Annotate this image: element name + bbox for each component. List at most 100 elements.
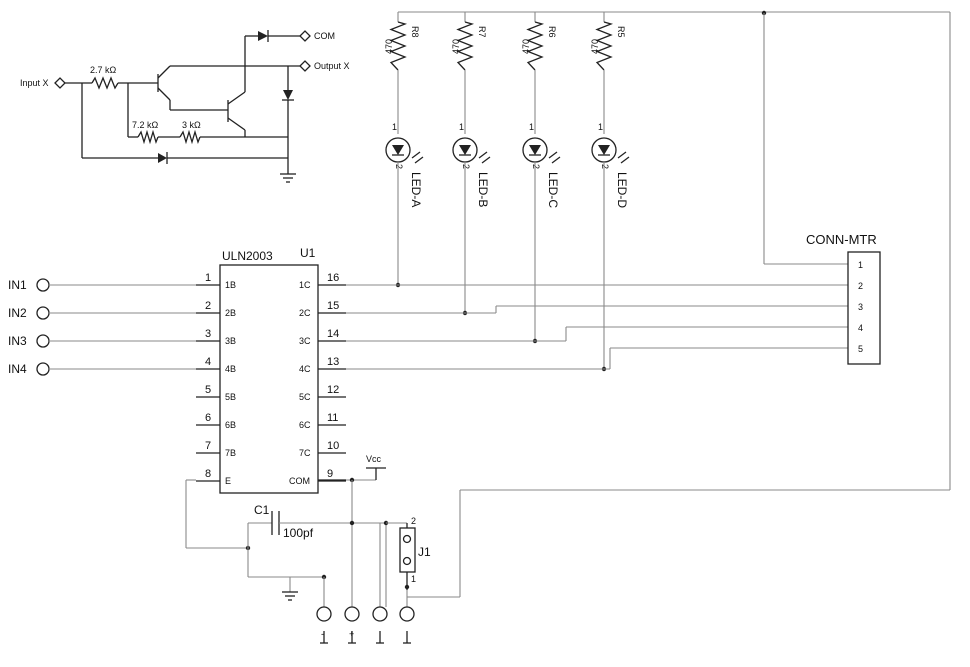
ic-pin-number: 8 [205, 468, 211, 480]
led-light-arrow [478, 151, 488, 159]
input-label: IN3 [8, 334, 27, 348]
uln2003-ic[interactable]: ULN2003 U1 11B22B33B44B55B66B77B8E161C15… [196, 246, 346, 494]
capacitor-ref-label: C1 [254, 503, 270, 517]
ic-pin-name: 6B [225, 420, 236, 430]
top-bus [398, 10, 951, 598]
ic-pin-number: 9 [327, 468, 333, 480]
clamp-diode [283, 90, 293, 100]
resistor-3k-label: 3 kΩ [182, 120, 201, 130]
jumper-pin2-label: 2 [411, 516, 416, 526]
input-label: IN4 [8, 362, 27, 376]
terminal-polarity-label: + [349, 629, 354, 639]
led-ref-label: LED-D [615, 172, 629, 208]
com-diode [258, 31, 268, 41]
bottom-terminal[interactable] [399, 606, 415, 622]
resistor-3k [179, 129, 201, 145]
ic-pin-number: 10 [327, 440, 339, 452]
led-pin2-label: 2 [600, 164, 610, 169]
resistor-7k2-label: 7.2 kΩ [132, 120, 159, 130]
ic-pin-name: E [225, 476, 231, 486]
led-icon [459, 145, 471, 155]
connector-pin-label: 5 [858, 344, 863, 354]
ic-pin-name: 5B [225, 392, 236, 402]
input-terminal[interactable] [36, 278, 50, 292]
resistor [456, 21, 475, 71]
ic-pin-number: 14 [327, 328, 339, 340]
ic-pin-name: 2C [299, 308, 311, 318]
connector-body[interactable] [847, 251, 881, 365]
jumper-ref-label: J1 [418, 545, 431, 559]
led-pin1-label: 1 [392, 122, 397, 132]
input-terminal[interactable] [36, 362, 50, 376]
ic-part-label: ULN2003 [222, 249, 273, 263]
resistor-value: 470 [521, 39, 531, 54]
input-label: IN2 [8, 306, 27, 320]
input-x-label: Input X [20, 78, 49, 88]
ic-pin-number: 11 [327, 412, 338, 424]
capacitor-value-label: 100pf [283, 526, 314, 540]
input-terminal[interactable] [36, 306, 50, 320]
led-pin2-label: 2 [531, 164, 541, 169]
com-terminal[interactable] [299, 30, 311, 42]
jumper-pin1-label: 1 [411, 574, 416, 584]
ic-pin-name: 4C [299, 364, 311, 374]
resistor-value: 470 [384, 39, 394, 54]
jumper-j1[interactable]: 2 1 J1 [399, 516, 431, 590]
resistor-2k7-label: 2.7 kΩ [90, 65, 117, 75]
ic-body[interactable] [219, 264, 319, 494]
ic-pin-name: 1B [225, 280, 236, 290]
input-label: IN1 [8, 278, 27, 292]
led-pin2-label: 2 [394, 164, 404, 169]
bottom-terminals: -+ [316, 523, 415, 644]
led-icon [529, 145, 541, 155]
ic-pin-number: 1 [205, 272, 211, 284]
connector-pin-label: 4 [858, 323, 863, 333]
led-light-arrow [411, 151, 421, 159]
bottom-terminal[interactable] [372, 606, 388, 622]
ic-pin-name: 6C [299, 420, 311, 430]
darlington-detail: Input X 2.7 kΩ 7.2 kΩ 3 kΩ [20, 30, 350, 183]
resistor-ref: R8 [410, 26, 420, 38]
output-x-label: Output X [314, 61, 350, 71]
bottom-terminal[interactable] [316, 606, 332, 622]
led-ref-label: LED-B [476, 172, 490, 207]
led-pin1-label: 1 [598, 122, 603, 132]
connector-ref-label: CONN-MTR [806, 232, 877, 247]
led-ref-label: LED-A [409, 172, 423, 207]
ic-ref-label: U1 [300, 246, 316, 260]
ic-pin-number: 15 [327, 300, 339, 312]
led-light-arrow [617, 151, 627, 159]
ic-pin-number: 3 [205, 328, 211, 340]
led-pin2-label: 2 [461, 164, 471, 169]
resistor [389, 21, 408, 71]
bottom-terminal[interactable] [344, 606, 360, 622]
resistor-7k2 [137, 129, 159, 145]
connector-pin-label: 2 [858, 281, 863, 291]
input-x-terminal[interactable] [54, 77, 66, 89]
ic-pin-number: 4 [205, 356, 211, 368]
resistor-ref: R7 [477, 26, 487, 38]
ic-pin-name: 7B [225, 448, 236, 458]
ic-pins: 11B22B33B44B55B66B77B8E161C152C143C134C1… [196, 272, 346, 486]
output-x-terminal[interactable] [299, 60, 311, 72]
led-pin1-label: 1 [529, 122, 534, 132]
ic-pin-number: 2 [205, 300, 211, 312]
ic-pin-number: 6 [205, 412, 211, 424]
power-section: Vcc C1 100pf [185, 454, 431, 644]
vcc-label: Vcc [366, 454, 382, 464]
ic-pin-number: 12 [327, 384, 339, 396]
com-label: COM [314, 31, 335, 41]
resistor-value: 470 [590, 39, 600, 54]
input-terminal[interactable] [36, 334, 50, 348]
terminal-polarity-label: - [321, 629, 324, 639]
ic-pin-name: 3B [225, 336, 236, 346]
ic-pin-name: 1C [299, 280, 311, 290]
ic-pin-name: 7C [299, 448, 311, 458]
